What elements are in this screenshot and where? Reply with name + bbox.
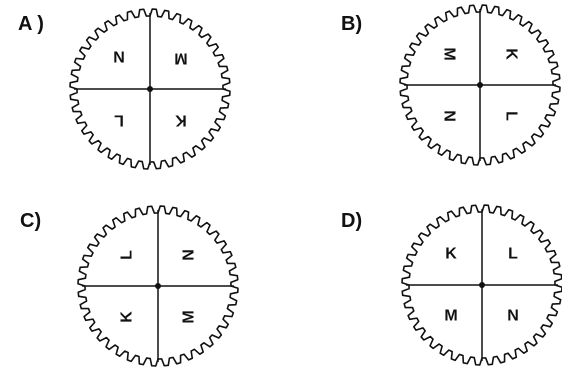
gear-a-letter-top-left: N [113,50,125,67]
gear-d-letter-bottom-right: N [507,308,519,325]
gear-d-center-dot [479,282,485,288]
gear-c: L N K M [77,205,239,367]
gear-d-letter-top-right: L [508,246,518,263]
gear-c-center-dot [155,283,161,289]
option-b-label: B) [341,13,363,35]
gear-b: M K N L [399,4,561,166]
gear-a-letter-top-right: M [174,50,187,67]
gear-c-letter-top-left: L [119,250,136,260]
gear-b-letter-bottom-right: L [503,111,520,121]
gear-d-letter-bottom-left: M [444,308,457,325]
gear-a-center-dot [147,86,153,92]
gear-b-letter-bottom-left: N [441,110,458,122]
option-d-label: D) [341,210,363,232]
gear-d: K L M N [401,204,562,366]
option-a-label: A ) [18,13,44,35]
gear-a-letter-bottom-left: L [114,112,124,129]
gear-b-letter-top-left: M [441,47,458,60]
gear-b-center-dot [477,82,483,88]
option-c-label: C) [20,210,42,232]
gear-c-letter-bottom-left: K [119,311,136,323]
gear-a-letter-bottom-right: K [175,112,187,129]
gear-d-letter-top-left: K [445,246,457,263]
gear-a: N M L K [69,8,231,170]
gear-c-letter-bottom-right: M [181,310,198,323]
gear-c-letter-top-right: N [181,249,198,261]
gear-b-letter-top-right: K [503,48,520,60]
